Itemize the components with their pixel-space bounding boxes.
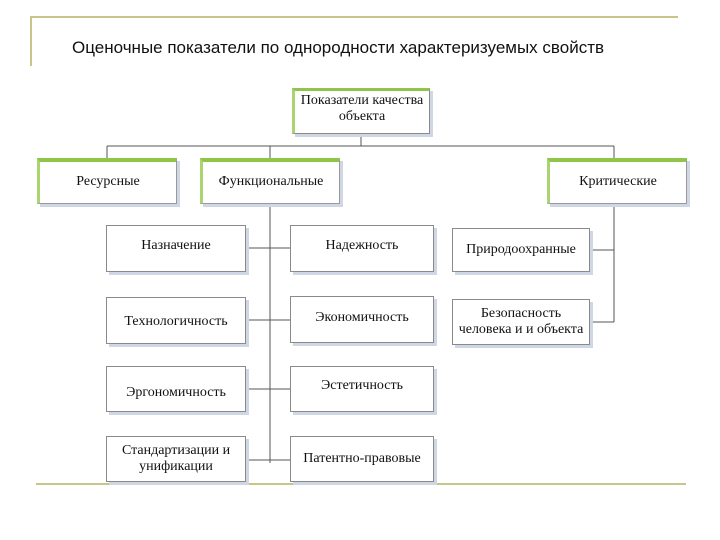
node-reliability: Надежность	[290, 225, 434, 272]
node-purpose-label: Назначение	[141, 238, 211, 253]
node-economy-label: Экономичность	[315, 310, 409, 325]
frame-left-line	[30, 16, 32, 66]
node-aesthetics: Эстетичность	[290, 366, 434, 412]
page-title: Оценочные показатели по однородности хар…	[72, 38, 605, 57]
frame-top-line	[30, 16, 678, 18]
node-manufacturability-label: Технологичность	[124, 314, 228, 329]
node-ergonomics-label: Эргономичность	[126, 385, 226, 400]
category-critical-label: Критические	[579, 174, 657, 189]
node-reliability-label: Надежность	[325, 238, 399, 253]
node-standardization: Стандартизации и унификации	[106, 436, 246, 482]
category-functional: Функциональные	[200, 158, 340, 204]
node-patent: Патентно-правовые	[290, 436, 434, 482]
node-environmental: Природоохранные	[452, 228, 590, 272]
category-resource-label: Ресурсные	[76, 174, 140, 189]
frame-bottom-line	[36, 483, 686, 485]
category-resource: Ресурсные	[37, 158, 177, 204]
root-node: Показатели качества объекта	[292, 88, 430, 134]
node-environmental-label: Природоохранные	[466, 242, 576, 257]
node-manufacturability: Технологичность	[106, 297, 246, 344]
node-purpose: Назначение	[106, 225, 246, 272]
node-patent-label: Патентно-правовые	[303, 451, 421, 466]
node-safety-label: Безопасность человека и и объекта	[458, 306, 584, 337]
node-economy: Экономичность	[290, 296, 434, 343]
root-node-label: Показатели качества объекта	[300, 93, 424, 124]
node-standardization-label: Стандартизации и унификации	[121, 443, 231, 474]
node-ergonomics: Эргономичность	[106, 366, 246, 412]
category-functional-label: Функциональные	[218, 174, 324, 189]
category-critical: Критические	[547, 158, 687, 204]
node-safety: Безопасность человека и и объекта	[452, 299, 590, 345]
node-aesthetics-label: Эстетичность	[321, 378, 403, 393]
